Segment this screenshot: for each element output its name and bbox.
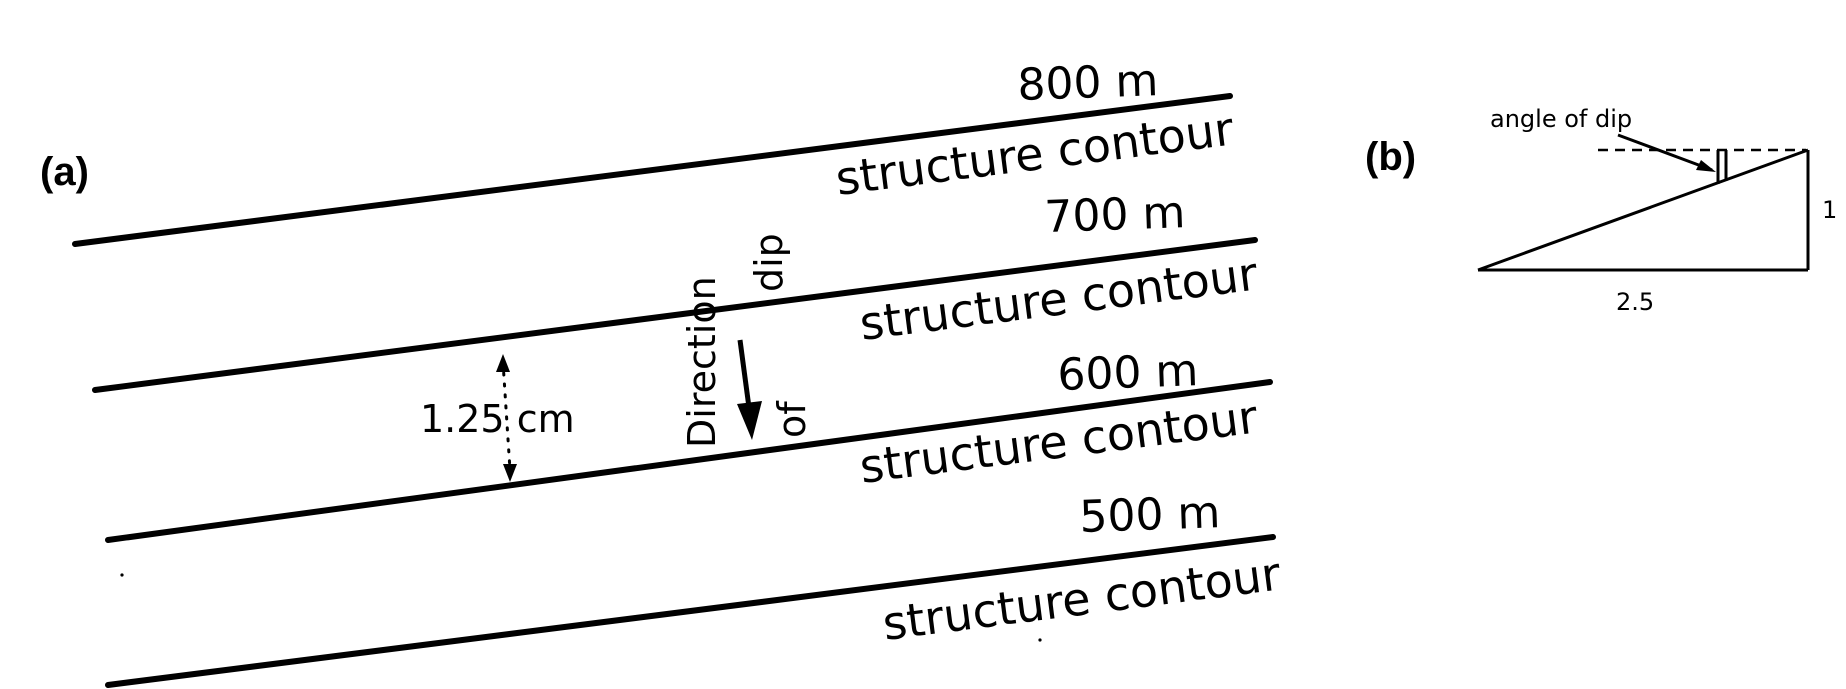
horizontal-side-label: 2.5 bbox=[1616, 288, 1654, 316]
dip-arrow-down-icon bbox=[737, 401, 762, 440]
triangle-hypotenuse bbox=[1477, 148, 1809, 272]
contour-caption-600: structure contour bbox=[857, 389, 1261, 493]
spacing-indicator: 1.25 cm bbox=[420, 354, 575, 482]
spacing-arrow-down-icon bbox=[503, 464, 517, 482]
angle-leader-arrow-icon bbox=[1696, 160, 1716, 172]
contour-line-600 bbox=[105, 379, 1273, 543]
angle-of-dip-label: angle of dip bbox=[1490, 105, 1632, 133]
spacing-label: 1.25 cm bbox=[420, 397, 575, 441]
spacing-arrow-up-icon bbox=[496, 354, 510, 372]
direction-label-word-1: Direction bbox=[680, 276, 724, 448]
panel-b-label: (b) bbox=[1365, 135, 1416, 179]
contour-elevation-600: 600 m bbox=[1057, 345, 1200, 401]
contour-caption-700: structure contour bbox=[857, 246, 1261, 350]
vertical-side-label: 1 bbox=[1822, 196, 1837, 224]
angle-leader-line bbox=[1617, 133, 1713, 172]
contour-elevation-800: 800 m bbox=[1017, 55, 1160, 111]
direction-label-word-2: of bbox=[770, 400, 814, 438]
contour-line-800 bbox=[72, 93, 1233, 247]
dip-triangle bbox=[1477, 133, 1810, 272]
contour-elevation-700: 700 m bbox=[1044, 187, 1187, 243]
spacing-dotted-line bbox=[501, 360, 512, 472]
speck-mark bbox=[1038, 638, 1042, 642]
contour-elevation-500: 500 m bbox=[1079, 487, 1222, 543]
dip-arrow-shaft bbox=[737, 339, 753, 416]
direction-of-dip: Direction of dip bbox=[680, 233, 814, 448]
speck-mark bbox=[120, 573, 124, 577]
panel-b: (b) angle of dip 1 2.5 bbox=[1365, 105, 1837, 316]
direction-label-word-3: dip bbox=[747, 233, 791, 292]
contour-line-700 bbox=[92, 237, 1258, 393]
angle-arc-mark bbox=[1716, 150, 1728, 184]
panel-a-label: (a) bbox=[40, 150, 89, 194]
panel-a: (a) 800 m structure contour 700 m struct… bbox=[40, 55, 1283, 688]
contour-line-500 bbox=[105, 534, 1276, 688]
